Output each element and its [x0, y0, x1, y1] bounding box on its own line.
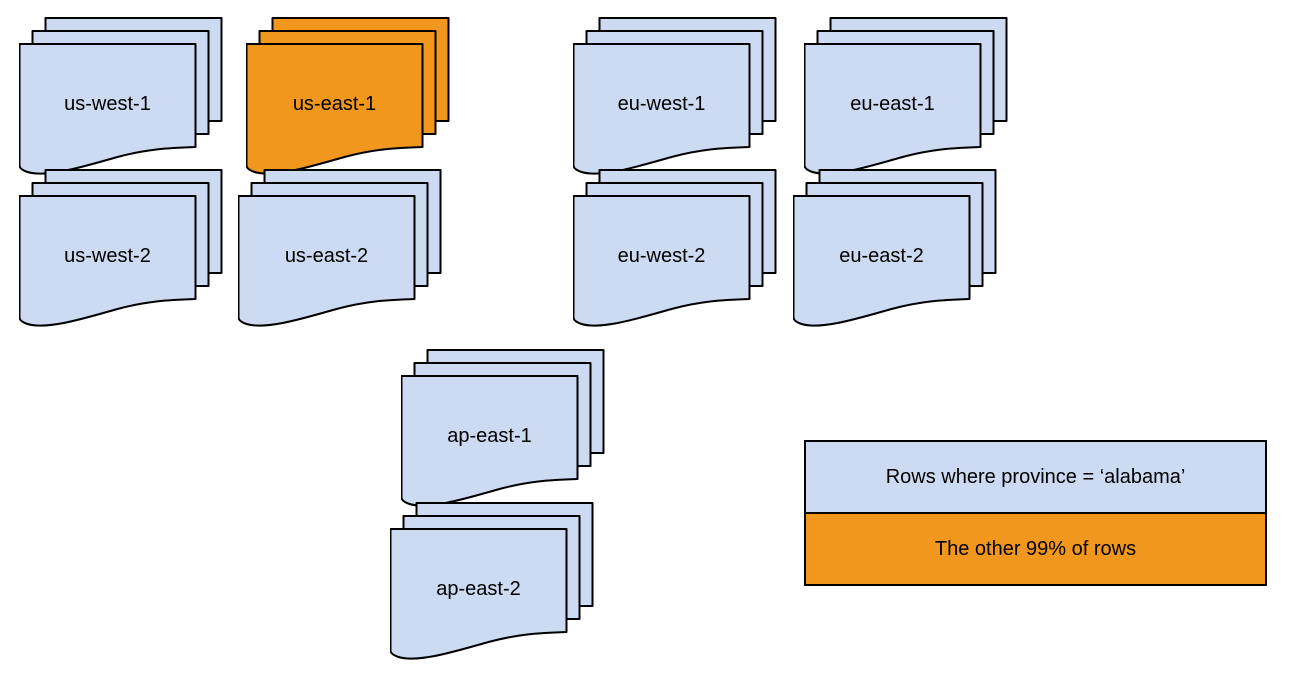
stack-label: us-east-1 — [293, 93, 376, 115]
document-shape — [401, 375, 579, 507]
stack-label: eu-west-1 — [618, 93, 706, 115]
document-shape — [573, 195, 751, 327]
document-shape — [804, 43, 982, 175]
legend-label-province-rows: Rows where province = ‘alabama’ — [885, 465, 1186, 488]
document-stack-ap-east-1: ap-east-1 — [401, 349, 605, 509]
stack-label: eu-west-2 — [618, 245, 706, 267]
document-stack-us-west-1: us-west-1 — [19, 17, 223, 177]
document-stack-eu-east-1: eu-east-1 — [804, 17, 1008, 177]
document-stack-us-east-1: us-east-1 — [246, 17, 450, 177]
stack-label: us-west-2 — [64, 245, 151, 267]
document-stack-graphic: eu-east-2 — [793, 169, 997, 327]
document-shape — [793, 195, 971, 327]
document-stack-eu-west-1: eu-west-1 — [573, 17, 777, 177]
document-stack-graphic: us-east-1 — [246, 17, 450, 175]
document-shape — [390, 528, 568, 660]
document-stack-graphic: eu-west-1 — [573, 17, 777, 175]
document-stack-graphic: us-east-2 — [238, 169, 442, 327]
stack-label: us-east-2 — [285, 245, 368, 267]
stack-label: us-west-1 — [64, 93, 151, 115]
legend-row-province-rows: Rows where province = ‘alabama’ — [806, 442, 1265, 512]
document-stack-us-east-2: us-east-2 — [238, 169, 442, 329]
document-stack-graphic: ap-east-1 — [401, 349, 605, 507]
document-stack-us-west-2: us-west-2 — [19, 169, 223, 329]
document-shape — [19, 43, 197, 175]
document-shape — [238, 195, 416, 327]
document-stack-eu-east-2: eu-east-2 — [793, 169, 997, 329]
legend-label-other-rows: The other 99% of rows — [934, 537, 1137, 560]
stack-label: eu-east-2 — [839, 245, 924, 267]
document-shape — [19, 195, 197, 327]
stack-label: eu-east-1 — [850, 93, 935, 115]
document-stack-graphic: eu-east-1 — [804, 17, 1008, 175]
document-shape — [573, 43, 751, 175]
document-stack-graphic: us-west-1 — [19, 17, 223, 175]
legend-row-other-rows: The other 99% of rows — [806, 512, 1265, 584]
legend: Rows where province = ‘alabama’ The othe… — [804, 440, 1267, 586]
document-stack-graphic: eu-west-2 — [573, 169, 777, 327]
stack-label: ap-east-1 — [447, 425, 532, 447]
document-stack-graphic: ap-east-2 — [390, 502, 594, 660]
document-stack-graphic: us-west-2 — [19, 169, 223, 327]
stack-label: ap-east-2 — [436, 578, 521, 600]
document-stack-eu-west-2: eu-west-2 — [573, 169, 777, 329]
document-stack-ap-east-2: ap-east-2 — [390, 502, 594, 662]
document-shape — [246, 43, 424, 175]
